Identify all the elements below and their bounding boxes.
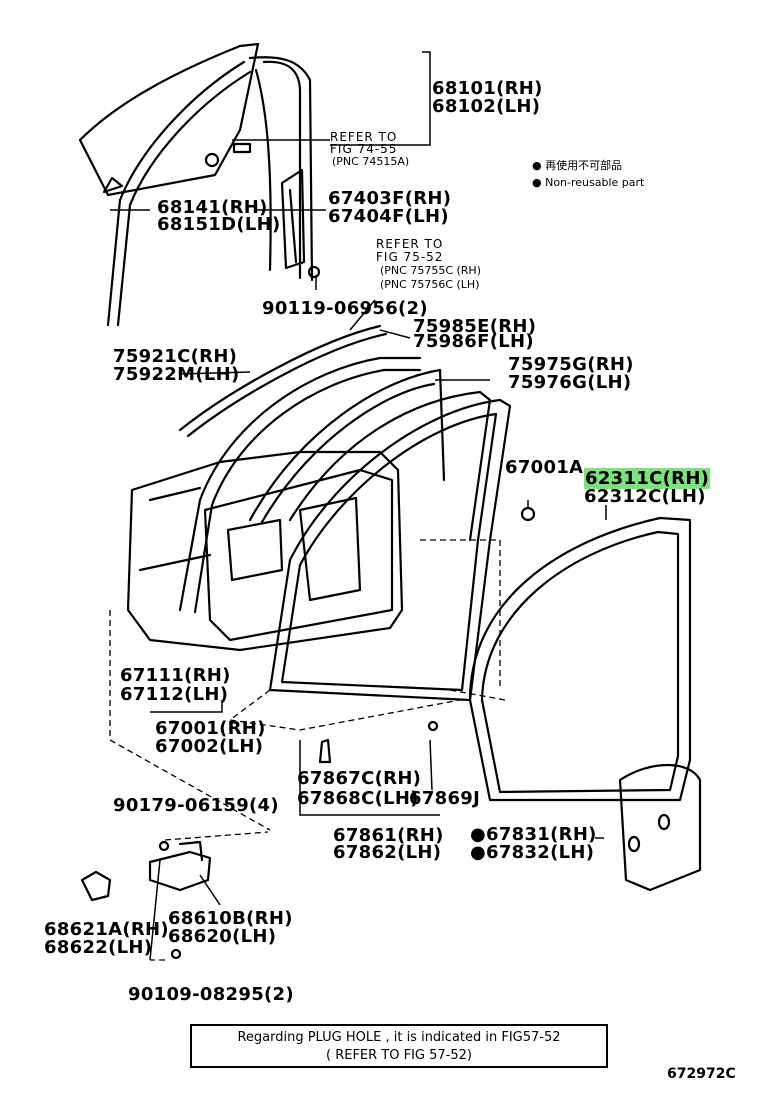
part-label-68102: 68102(LH) bbox=[432, 96, 541, 117]
diagram-id: 672972C bbox=[667, 1066, 736, 1082]
part-label-75922: 75922M(LH) bbox=[113, 364, 240, 385]
refer-note-2-line2: FIG 75-52 bbox=[376, 250, 444, 264]
legend-japanese: ● 再使用不可部品 bbox=[532, 159, 623, 172]
run-channel bbox=[106, 60, 246, 327]
part-label-67831: ●67831(RH) bbox=[470, 824, 597, 845]
refer-note-2-line1: REFER TO bbox=[376, 237, 444, 251]
refer-note-2-line3: (PNC 75755C (RH) bbox=[380, 264, 481, 277]
part-label-75975: 75975G(RH) bbox=[508, 354, 634, 375]
door-shell bbox=[126, 450, 404, 652]
part-label-68101: 68101(RH) bbox=[432, 78, 543, 99]
division-bar bbox=[280, 168, 306, 270]
part-label-67112: 67112(LH) bbox=[120, 684, 229, 705]
refer-note-1-line2: FIG 74-55 bbox=[330, 142, 398, 156]
part-label-67862: 67862(LH) bbox=[333, 842, 442, 863]
part-label-68620: 68620(LH) bbox=[168, 926, 277, 947]
plug-hole-note: Regarding PLUG HOLE , it is indicated in… bbox=[190, 1024, 608, 1068]
part-label-68610: 68610B(RH) bbox=[168, 908, 293, 929]
part-label-67868: 67868C(LH) bbox=[297, 788, 419, 809]
part-label-67001: 67001(RH) bbox=[155, 718, 266, 739]
part-label-68151: 68151D(LH) bbox=[157, 214, 281, 235]
highlight: 62311C(RH) bbox=[584, 468, 711, 489]
part-label-67867: 67867C(RH) bbox=[297, 768, 422, 789]
part-label-68622: 68622(LH) bbox=[44, 937, 153, 958]
part-label-67403: 67403F(RH) bbox=[328, 188, 452, 209]
part-label-90119: 90119-06956(2) bbox=[262, 298, 428, 319]
weatherstrip-75985 bbox=[248, 368, 446, 522]
refer-note-1-line3: (PNC 74515A) bbox=[332, 155, 410, 168]
part-label-90109: 90109-08295(2) bbox=[128, 984, 294, 1005]
refer-note-1-line1: REFER TO bbox=[330, 130, 398, 144]
part-label-62312: 62312C(LH) bbox=[584, 486, 706, 507]
part-label-67002: 67002(LH) bbox=[155, 736, 264, 757]
part-label-67869: 67869J bbox=[409, 788, 481, 809]
weatherstrip-75921 bbox=[178, 324, 382, 432]
part-label-67111: 67111(RH) bbox=[120, 665, 231, 686]
part-label-75985: 75985E(RH) bbox=[413, 316, 537, 337]
refer-note-2-line4: (PNC 75756C (LH) bbox=[380, 278, 480, 291]
part-label-75986: 75986F(LH) bbox=[413, 331, 534, 352]
plug-hole-note-line2: ( REFER TO FIG 57-52) bbox=[326, 1048, 472, 1063]
window-frame bbox=[248, 56, 314, 282]
part-label-68621: 68621A(RH) bbox=[44, 919, 169, 940]
part-label-75921: 75921C(RH) bbox=[113, 346, 238, 367]
part-label-90179: 90179-06159(4) bbox=[113, 795, 279, 816]
door-check bbox=[80, 870, 112, 902]
door-frame bbox=[178, 356, 422, 612]
plug-hole-note-line1: Regarding PLUG HOLE , it is indicated in… bbox=[237, 1030, 561, 1045]
door-glass bbox=[78, 42, 260, 197]
part-label-75976: 75976G(LH) bbox=[508, 372, 632, 393]
door-hinge bbox=[148, 850, 212, 892]
part-label-68141: 68141(RH) bbox=[157, 197, 268, 218]
hole-plug bbox=[618, 763, 702, 892]
weatherstrip-75975 bbox=[288, 390, 492, 542]
part-label-67001a: 67001A bbox=[505, 457, 584, 478]
part-label-67404: 67404F(LH) bbox=[328, 206, 449, 227]
inner-panel bbox=[203, 468, 394, 642]
door-weatherstrip bbox=[468, 516, 692, 802]
part-label-67861: 67861(RH) bbox=[333, 825, 444, 846]
legend-english: ● Non-reusable part bbox=[532, 176, 645, 189]
opening-trim bbox=[268, 398, 512, 702]
part-label-67832: ●67832(LH) bbox=[470, 842, 595, 863]
clip-67001a bbox=[520, 506, 536, 522]
part-label-62311-highlighted[interactable]: 62311C(RH) bbox=[584, 468, 711, 489]
